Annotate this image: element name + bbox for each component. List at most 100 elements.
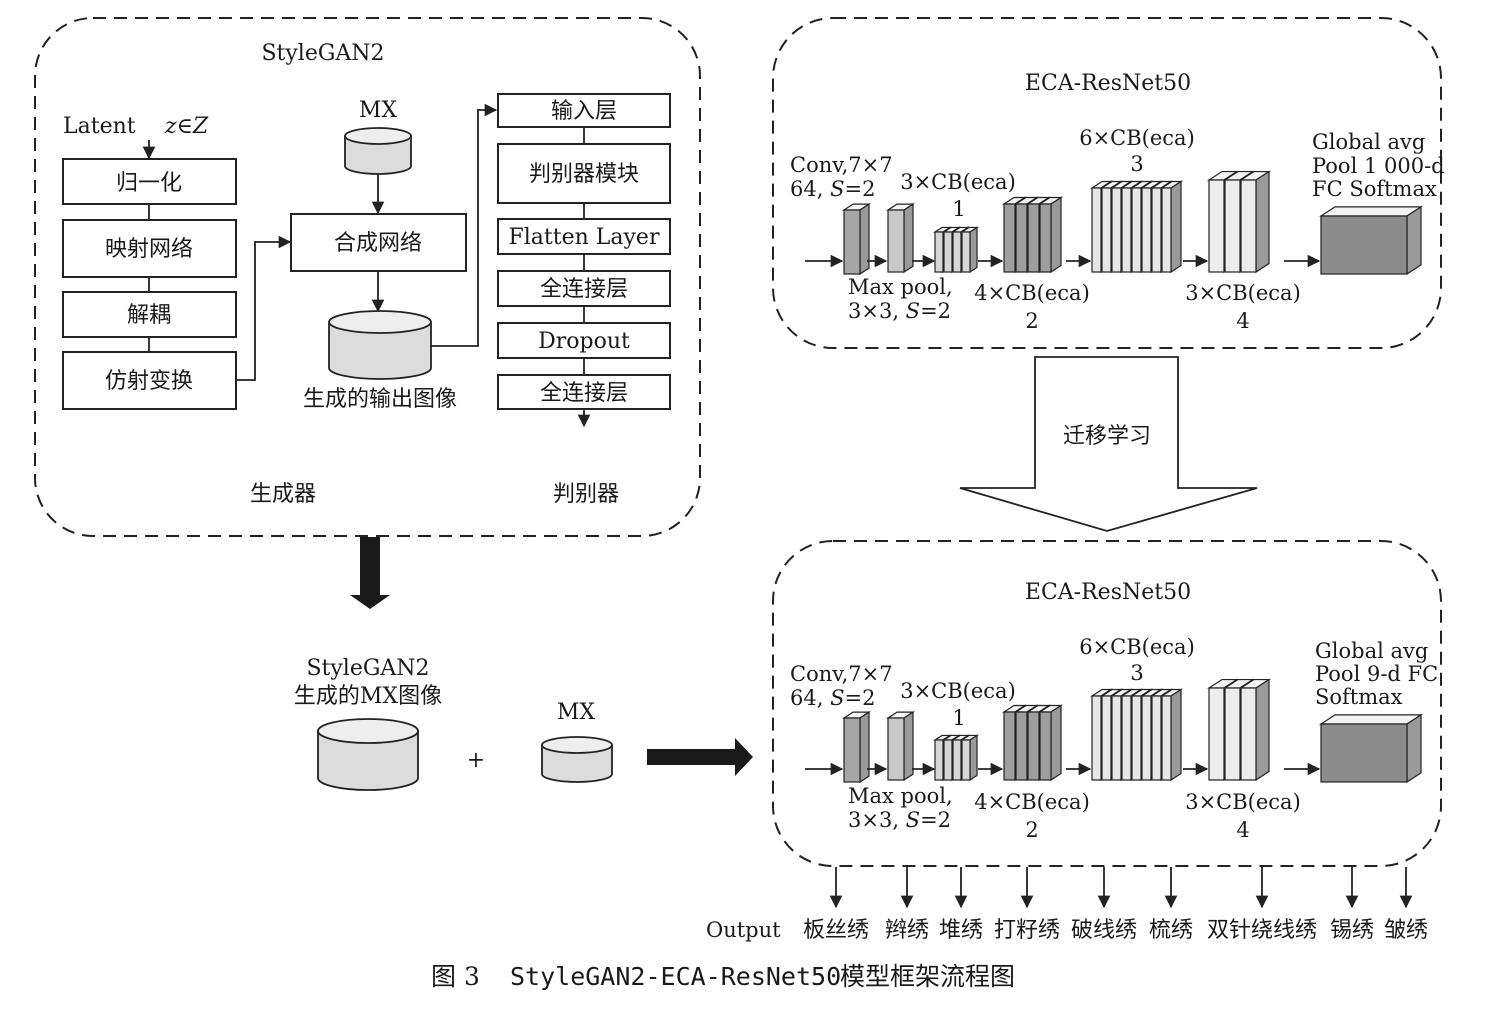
stylegan2-panel: StyleGAN2 Latent z∈Z 归一化 映射网络 解耦 仿射变换 MX… <box>34 17 701 537</box>
stage3-number-top: 3 <box>1130 152 1143 176</box>
stage2-block <box>1037 196 1064 274</box>
down-arrow <box>350 537 390 609</box>
classifier-head-block <box>1318 713 1424 784</box>
output-to-discriminator-arrow <box>431 103 498 347</box>
maxpool-block <box>885 711 916 782</box>
figure-model-name: StyleGAN2-ECA-ResNet50 <box>510 962 841 991</box>
conv-block <box>841 203 872 276</box>
layer-blocks-top <box>805 170 1424 276</box>
conv-label-bottom-1: Conv,7×7 <box>790 662 893 686</box>
latent-label: Latent <box>63 114 136 139</box>
pool-label-bottom-1: Max pool, <box>848 784 953 808</box>
pool-label-top-2: 3×3, S=2 <box>848 299 951 323</box>
discriminator-module-label: 判别器模块 <box>529 162 639 187</box>
output-class-1: 板丝绣 <box>803 918 869 943</box>
affine-to-synthesis-arrow <box>236 235 292 381</box>
output-class-9: 皱绣 <box>1384 918 1428 943</box>
eca-resnet50-top-border <box>772 17 1442 349</box>
decouple-label: 解耦 <box>127 303 171 328</box>
head-label-bottom-2: Pool 9-d FC <box>1315 662 1438 686</box>
fully-connected-label-1: 全连接层 <box>540 277 628 302</box>
mx-database-icon <box>344 127 412 175</box>
mx-dataset-database-icon <box>541 736 613 783</box>
flatten-layer-label: Flatten Layer <box>509 225 660 250</box>
fully-connected-block-2 <box>497 374 671 410</box>
generated-image-label: 生成的输出图像 <box>303 387 457 412</box>
stage3-block <box>1159 688 1184 782</box>
layer-blocks-bottom <box>805 678 1424 784</box>
eca-resnet50-panel-top: ECA-ResNet50 Conv,7×7 64, S=2 Max pool, … <box>772 17 1445 349</box>
generated-mx-database-icon <box>317 718 419 791</box>
generator-label: 生成器 <box>250 482 316 507</box>
input-layer-label: 输入层 <box>551 99 617 124</box>
stage2-label-bottom: 4×CB(eca) <box>974 790 1090 814</box>
discriminator-module-block <box>497 143 671 204</box>
stage2-block <box>1037 704 1064 782</box>
output-arrows <box>829 867 1413 909</box>
stage4-number-bottom: 4 <box>1236 818 1249 842</box>
fully-connected-label-2: 全连接层 <box>540 381 628 406</box>
output-class-5: 破线绣 <box>1071 918 1137 943</box>
stage4-number-top: 4 <box>1236 309 1249 333</box>
head-label-bottom-1: Global avg <box>1315 639 1428 663</box>
normalize-label: 归一化 <box>116 171 182 196</box>
plus-sign: + <box>467 748 485 773</box>
mx-dataset-label: MX <box>557 700 596 725</box>
output-label: Output <box>706 918 781 942</box>
conv-block <box>841 711 872 784</box>
head-label-top-1: Global avg <box>1312 130 1425 154</box>
figure-title: 模型框架流程图 <box>840 962 1015 991</box>
discriminator-label: 判别器 <box>553 482 619 507</box>
synthesis-network-label: 合成网络 <box>334 231 422 256</box>
stage1-block <box>959 226 980 274</box>
output-class-2: 辫绣 <box>885 918 929 943</box>
pool-label-bottom-2: 3×3, S=2 <box>848 808 951 832</box>
stage2-label-top: 4×CB(eca) <box>974 281 1090 305</box>
decouple-block <box>62 291 237 338</box>
conv-label-top-2: 64, S=2 <box>790 177 875 201</box>
stage3-label-top: 6×CB(eca) <box>1079 126 1195 150</box>
normalize-block <box>62 158 237 205</box>
dropout-label: Dropout <box>538 329 630 354</box>
conv-label-bottom-2: 64, S=2 <box>790 686 875 710</box>
stylegan2-title: StyleGAN2 <box>261 41 384 66</box>
latent-variable: z∈Z <box>164 114 209 139</box>
transfer-learning-label: 迁移学习 <box>1063 424 1151 449</box>
head-label-bottom-3: Softmax <box>1315 685 1403 709</box>
generated-mx-label-line2: 生成的MX图像 <box>294 684 442 709</box>
input-layer-block <box>497 93 671 128</box>
generated-image-database-icon <box>328 310 432 380</box>
stage4-block <box>1238 678 1272 782</box>
stage2-number-top: 2 <box>1025 309 1038 333</box>
eca-resnet50-bottom-title: ECA-ResNet50 <box>1025 580 1191 605</box>
stage4-label-top: 3×CB(eca) <box>1185 281 1301 305</box>
transfer-learning-arrow: 迁移学习 <box>959 356 1258 532</box>
eca-resnet50-panel-bottom: ECA-ResNet50 Conv,7×7 64, S=2 Max pool, … <box>772 540 1442 867</box>
right-arrow <box>647 738 753 776</box>
output-class-4: 打籽绣 <box>994 918 1060 943</box>
figure-number: 图 3 <box>431 962 480 991</box>
output-class-8: 锡绣 <box>1330 918 1374 943</box>
head-label-top-2: Pool 1 000-d <box>1312 154 1445 178</box>
classifier-head-block <box>1318 205 1424 276</box>
output-class-6: 梳绣 <box>1149 918 1193 943</box>
pool-label-top-1: Max pool, <box>848 275 953 299</box>
eca-resnet50-top-title: ECA-ResNet50 <box>1025 71 1191 96</box>
dropout-block <box>497 322 671 359</box>
stage3-label-bottom: 6×CB(eca) <box>1079 635 1195 659</box>
fully-connected-block-1 <box>497 270 671 307</box>
eca-resnet50-bottom-border <box>772 540 1442 867</box>
stylegan2-panel-border <box>34 17 701 537</box>
stage1-number-bottom: 1 <box>952 706 965 730</box>
output-class-7: 双针绕线绣 <box>1207 918 1317 943</box>
stage1-label-top: 3×CB(eca) <box>900 170 1016 194</box>
maxpool-block <box>885 203 916 274</box>
mapping-network-block <box>62 219 237 278</box>
stage4-block <box>1238 170 1272 274</box>
stage2-number-bottom: 2 <box>1025 818 1038 842</box>
stage1-label-bottom: 3×CB(eca) <box>900 679 1016 703</box>
conv-label-top-1: Conv,7×7 <box>790 153 893 177</box>
head-label-top-3: FC Softmax <box>1312 177 1437 201</box>
synthesis-network-block <box>290 213 467 272</box>
